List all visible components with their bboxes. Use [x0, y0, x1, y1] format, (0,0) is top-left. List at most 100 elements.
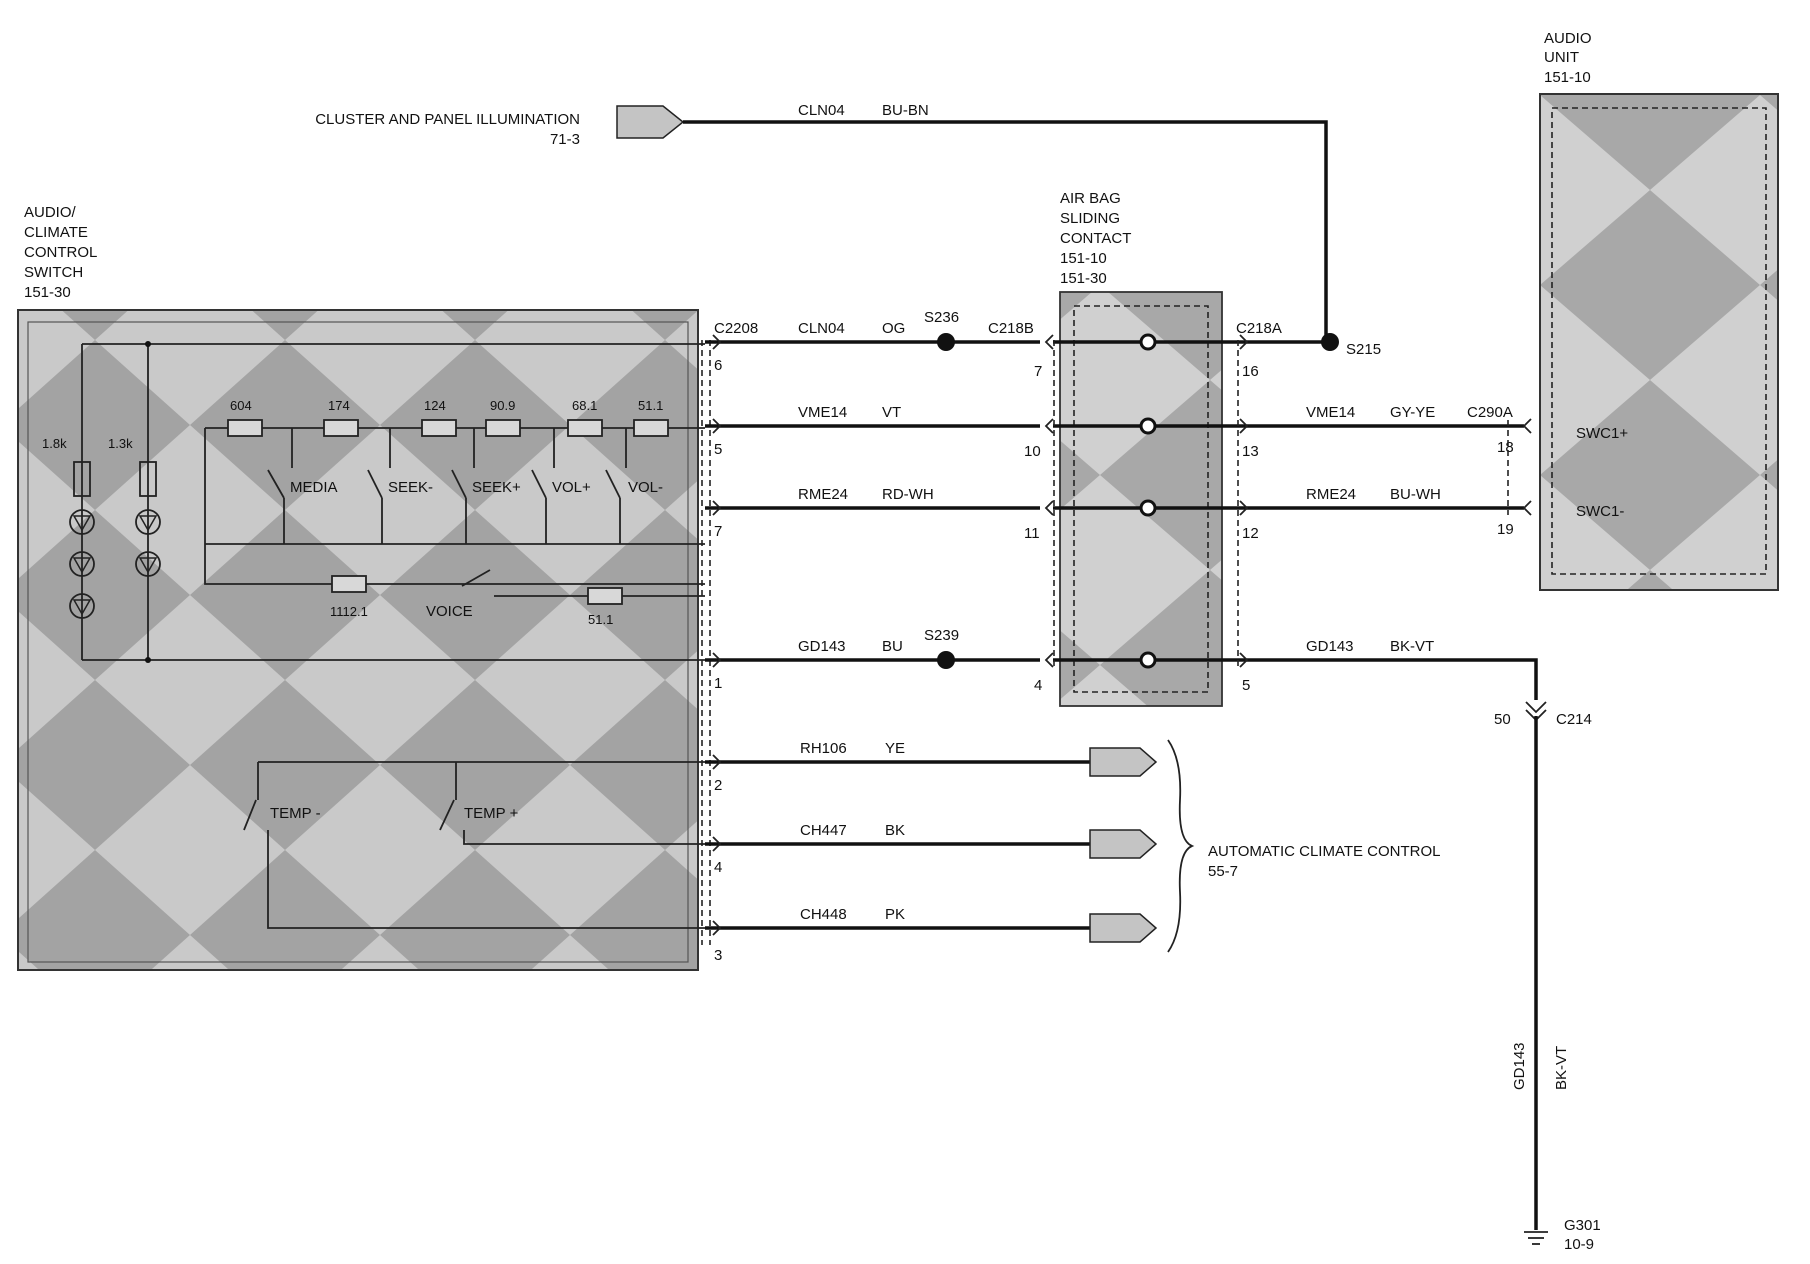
wire-color-label: RD-WH — [882, 486, 934, 503]
airbag-sliding-contact: AIR BAG SLIDING CONTACT 151-10 151-30 — [1059, 190, 1223, 707]
pin-label: 7 — [714, 523, 722, 540]
switch-label: VOL- — [628, 479, 663, 496]
svg-text:CONTROL: CONTROL — [24, 244, 97, 261]
switch-internal-circuit: 1.8k 1.3k 604 174 124 90.9 68.1 51.1 — [42, 341, 705, 929]
ground-path: 50 C214 GD143 BK-VT G301 10-9 — [1494, 701, 1601, 1253]
wire-circuit-label: RME24 — [1306, 486, 1356, 503]
audio-unit: AUDIO UNIT 151-10 — [1539, 30, 1779, 591]
cluster-illumination-label: CLUSTER AND PANEL ILLUMINATION — [315, 111, 580, 128]
resistor-value: 604 — [230, 398, 252, 413]
pin-label: 19 — [1497, 521, 1514, 538]
harness-row-vme14: VME14 VT 5 10 VME14 GY-YE C290A 13 18 SW… — [705, 404, 1628, 460]
pin-label: 18 — [1497, 439, 1514, 456]
resistor-value: 90.9 — [490, 398, 515, 413]
switch-label-line: 151-30 — [24, 284, 71, 301]
switch-label: TEMP - — [270, 805, 321, 822]
switch-label: SEEK+ — [472, 479, 521, 496]
climate-control-brace: AUTOMATIC CLIMATE CONTROL 55-7 — [1167, 739, 1441, 953]
resistor-value: 51.1 — [588, 612, 613, 627]
cluster-illumination-ref: 71-3 — [550, 131, 580, 148]
wire-circuit-label: GD143 — [1306, 638, 1354, 655]
resistor-value: 174 — [328, 398, 350, 413]
resistor-symbol — [421, 419, 457, 437]
resistor-value: 51.1 — [638, 398, 663, 413]
resistor-symbol — [331, 575, 367, 593]
led-icon — [135, 509, 161, 535]
connector-c218b-label: C218B — [988, 320, 1034, 337]
acc-label: AUTOMATIC CLIMATE CONTROL — [1208, 843, 1441, 860]
wire-color-label: PK — [885, 906, 905, 923]
airbag-label-line: AIR BAG — [1060, 190, 1121, 207]
svg-text:CLIMATE: CLIMATE — [24, 224, 88, 241]
connector-c218a-label: C218A — [1236, 320, 1282, 337]
led-icon — [69, 551, 95, 577]
switch-label: MEDIA — [290, 479, 338, 496]
pin-label: 3 — [714, 947, 722, 964]
airbag-label-line: CONTACT — [1060, 230, 1131, 247]
switch-label: SEEK- — [388, 479, 433, 496]
climate-control-row-ch448: CH448 PK 3 — [705, 906, 1158, 964]
harness-row-rme24: RME24 RD-WH 7 11 RME24 BU-WH 12 19 SWC1- — [705, 486, 1624, 542]
switch-label: TEMP + — [464, 805, 519, 822]
pin-label: 7 — [1034, 363, 1042, 380]
splice-s239-label: S239 — [924, 627, 959, 644]
wire-color-label: YE — [885, 740, 905, 757]
wire-color-label: BU-BN — [882, 102, 929, 119]
switch-label-line: AUDIO/ — [24, 204, 77, 221]
signal-label: SWC1+ — [1576, 425, 1628, 442]
splice-s215-label: S215 — [1346, 341, 1381, 358]
resistor-symbol — [227, 419, 263, 437]
wire-color-label: BK-VT — [1390, 638, 1434, 655]
airbag-label-line: 151-10 — [1060, 250, 1107, 267]
svg-text:AUDIO/: AUDIO/ — [24, 204, 77, 221]
wire-circuit-label: GD143 — [1511, 1042, 1528, 1090]
led-icon — [69, 509, 95, 535]
resistor-symbol — [485, 419, 521, 437]
wire-color-label: VT — [882, 404, 901, 421]
ground-ref-label: 10-9 — [1564, 1236, 1594, 1253]
splice-s236-dot — [937, 333, 955, 351]
resistor-symbol — [139, 461, 157, 497]
voice-switch-contact — [461, 569, 491, 587]
switch-label-line: CLIMATE — [24, 224, 88, 241]
splice-s215-dot — [1321, 333, 1339, 351]
wire-circuit-label: RH106 — [800, 740, 847, 757]
wire-color-label: BU-WH — [1390, 486, 1441, 503]
wire-circuit-label: GD143 — [798, 638, 846, 655]
connector-c290a-label: C290A — [1467, 404, 1513, 421]
resistor-symbol — [633, 419, 669, 437]
resistor-symbol — [587, 587, 623, 605]
pin-label: 2 — [714, 777, 722, 794]
pin-label: 11 — [1024, 525, 1040, 542]
pin-label: 5 — [1242, 677, 1250, 694]
wire-circuit-label: VME14 — [1306, 404, 1355, 421]
pin-label: 1 — [714, 675, 722, 692]
splice-s239-dot — [937, 651, 955, 669]
cln04-bu-bn-wire — [683, 120, 1328, 342]
led-icon — [135, 551, 161, 577]
connector-c2208-label: C2208 — [714, 320, 758, 337]
wire-circuit-label: RME24 — [798, 486, 848, 503]
pin-label: 10 — [1024, 443, 1041, 460]
switch-label-line: SWITCH — [24, 264, 83, 281]
harness-row-gd143: S239 GD143 BU 1 4 GD143 BK-VT 5 — [705, 627, 1538, 700]
audio-unit-label-line: UNIT — [1544, 49, 1579, 66]
wire-color-label: BU — [882, 638, 903, 655]
switch-label: VOL+ — [552, 479, 591, 496]
pin-label: 16 — [1242, 363, 1259, 380]
audio-unit-label-line: AUDIO — [1544, 30, 1592, 47]
harness-row-cln04: S236 C218B CLN04 OG 6 7 S215 C218A 16 — [705, 309, 1381, 380]
svg-text:151-30: 151-30 — [24, 284, 71, 301]
pin-label: 4 — [714, 859, 722, 876]
pin-label: 4 — [1034, 677, 1042, 694]
pin-label: 13 — [1242, 443, 1259, 460]
wire-circuit-label: CH448 — [800, 906, 847, 923]
resistor-value: 68.1 — [572, 398, 597, 413]
svg-text:SWITCH: SWITCH — [24, 264, 83, 281]
wire-color-label: GY-YE — [1390, 404, 1435, 421]
signal-label: SWC1- — [1576, 503, 1624, 520]
pin-label: 50 — [1494, 711, 1511, 728]
climate-control-row-ch447: CH447 BK 4 — [705, 822, 1158, 876]
connector-c214-label: C214 — [1556, 711, 1592, 728]
